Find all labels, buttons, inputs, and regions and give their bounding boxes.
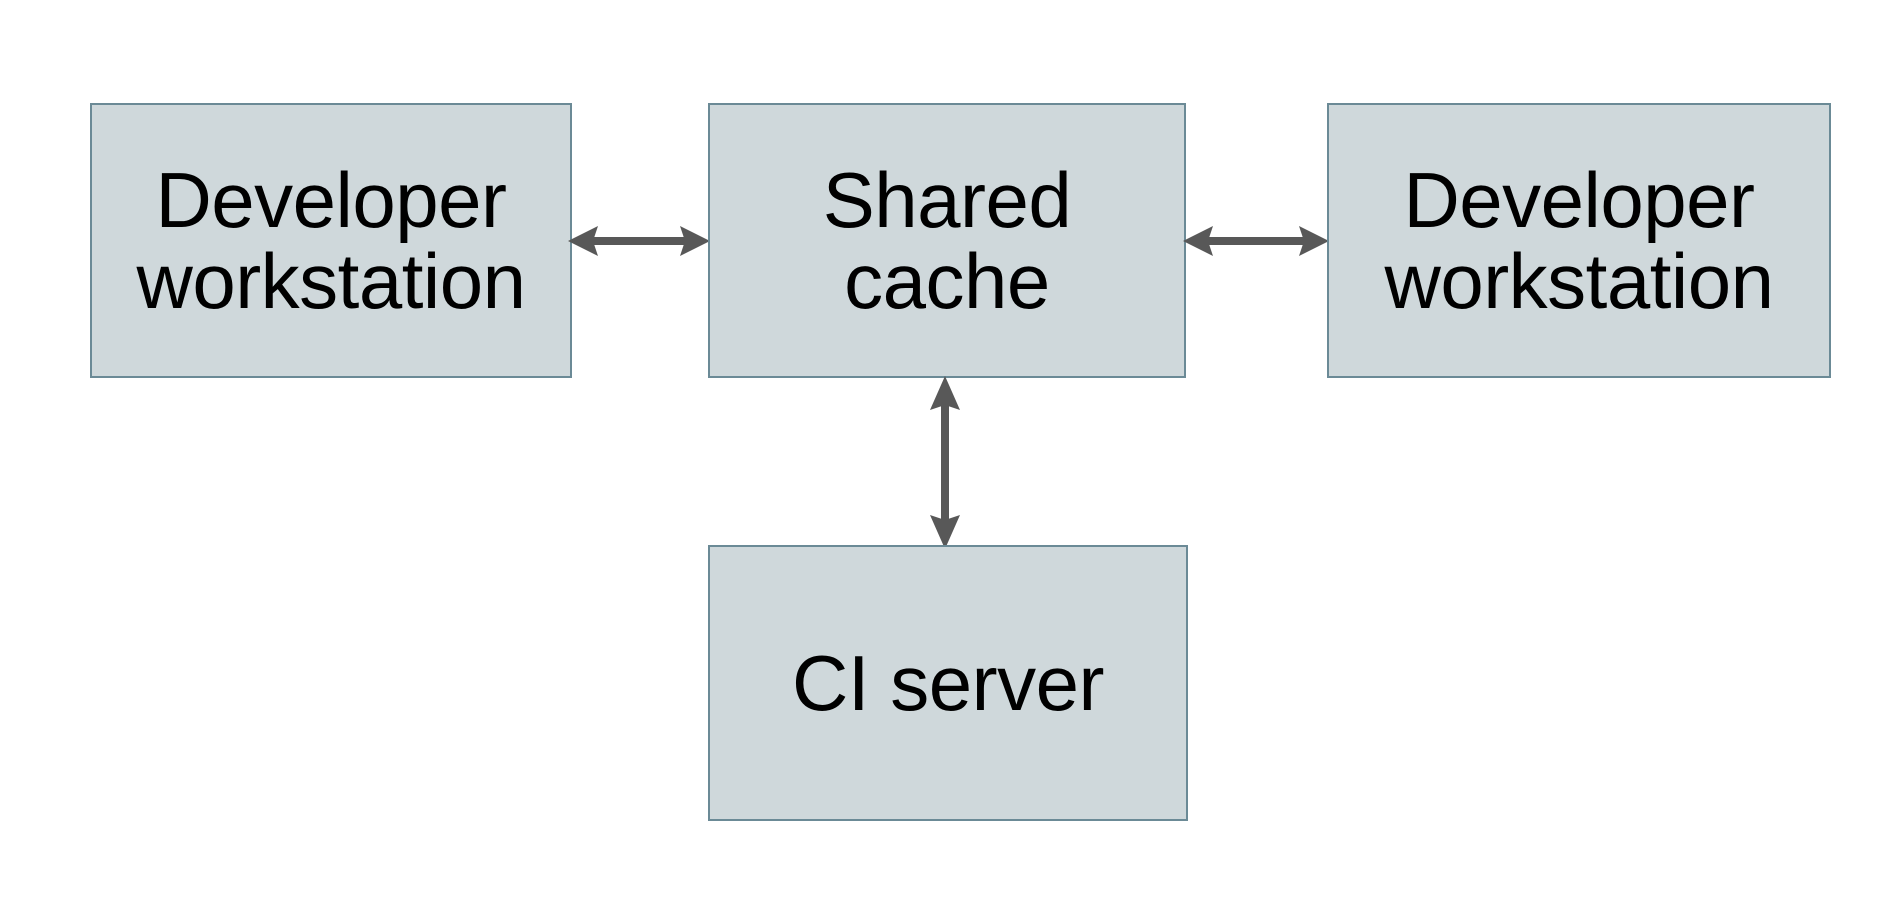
node-shared-cache[interactable]: Shared cache [708, 103, 1186, 378]
connector-shared-cache-to-developer-right[interactable] [1180, 206, 1332, 276]
node-developer-workstation-right[interactable]: Developer workstation [1327, 103, 1831, 378]
node-label: CI server [792, 638, 1104, 727]
node-developer-workstation-left[interactable]: Developer workstation [90, 103, 572, 378]
connector-shared-cache-to-ci-server[interactable] [910, 372, 980, 552]
node-label: Developer workstation [136, 156, 527, 325]
double-headed-arrow-icon [930, 376, 960, 549]
double-headed-arrow-icon [568, 226, 710, 256]
node-label: Developer workstation [1384, 156, 1775, 325]
node-label: Shared cache [822, 156, 1072, 325]
double-headed-arrow-icon [1183, 226, 1329, 256]
connector-developer-left-to-shared-cache[interactable] [566, 206, 712, 276]
node-ci-server[interactable]: CI server [708, 545, 1188, 821]
